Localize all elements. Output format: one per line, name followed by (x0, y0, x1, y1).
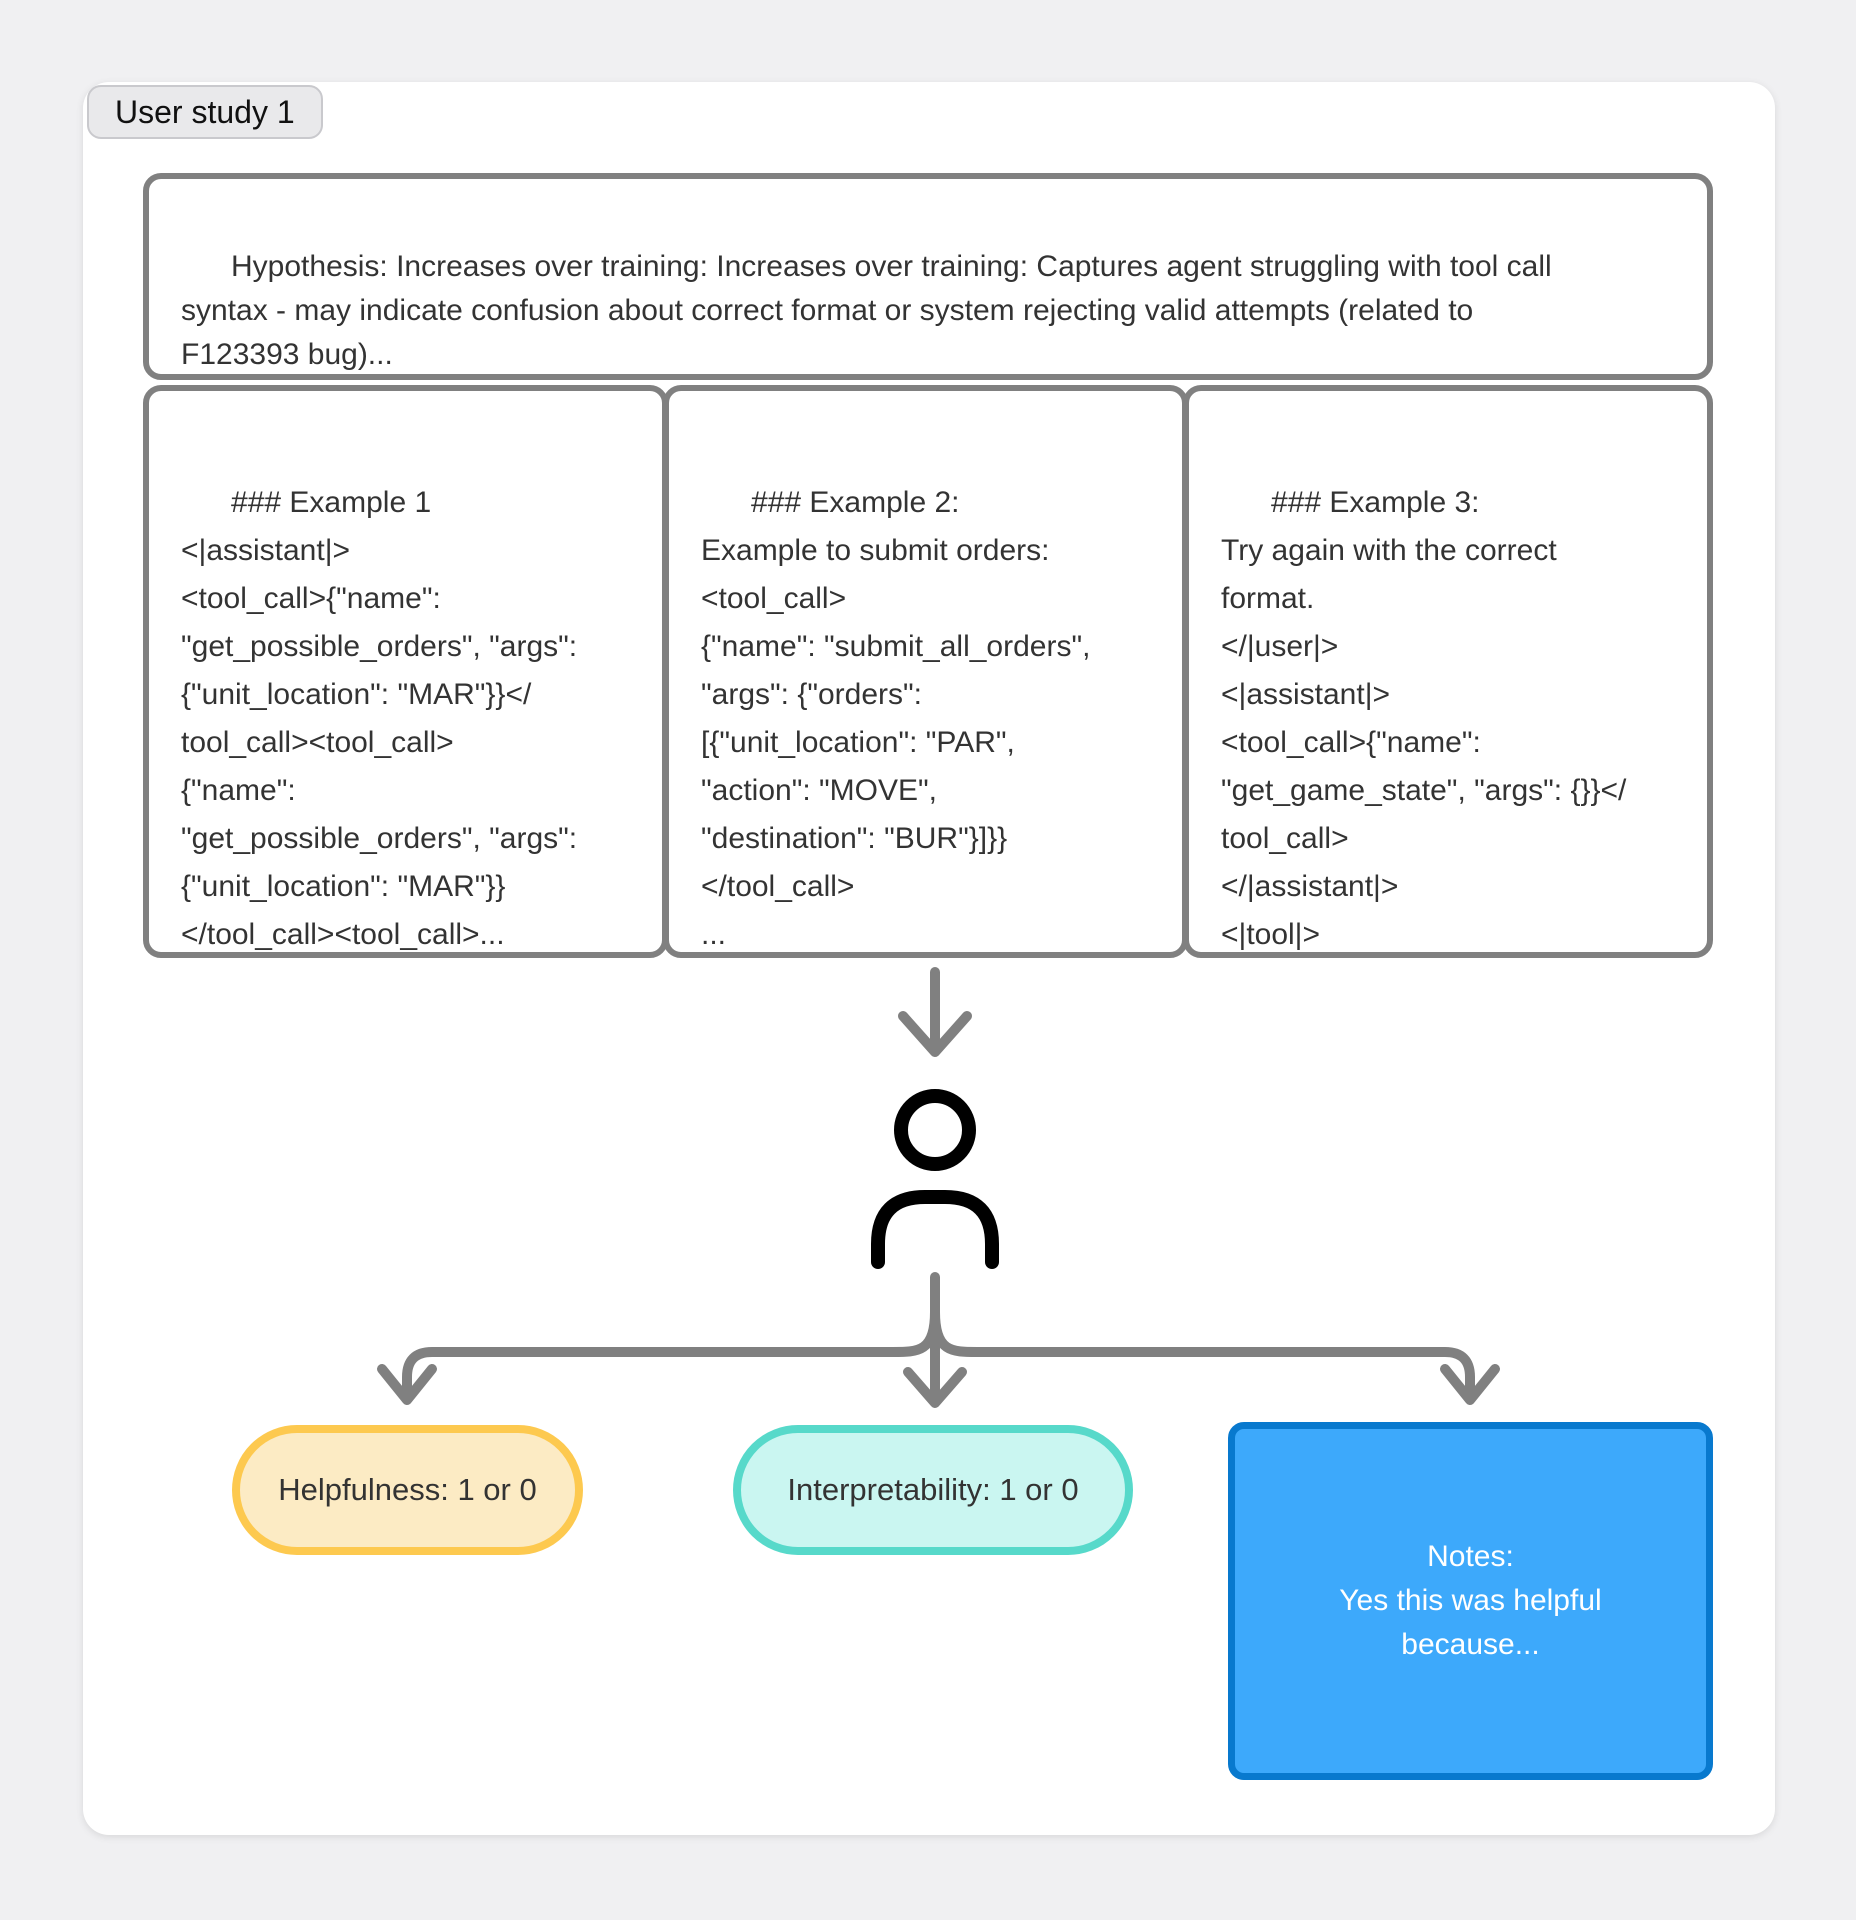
helpfulness-pill: Helpfulness: 1 or 0 (232, 1425, 583, 1555)
study-title-badge: User study 1 (87, 85, 323, 139)
example-3-text: ### Example 3: Try again with the correc… (1221, 486, 1627, 951)
example-2-box: ### Example 2: Example to submit orders:… (663, 385, 1188, 958)
interpretability-label: Interpretability: 1 or 0 (787, 1472, 1079, 1507)
hypothesis-box: Hypothesis: Increases over training: Inc… (143, 173, 1713, 380)
user-study-card: User study 1 Hypothesis: Increases over … (83, 82, 1775, 1835)
helpfulness-label: Helpfulness: 1 or 0 (278, 1472, 537, 1507)
interpretability-pill: Interpretability: 1 or 0 (733, 1425, 1133, 1555)
example-1-box: ### Example 1 <|assistant|> <tool_call>{… (143, 385, 668, 958)
example-2-text: ### Example 2: Example to submit orders:… (701, 486, 1091, 951)
notes-text: Notes: Yes this was helpful because... (1339, 1540, 1602, 1661)
example-3-box: ### Example 3: Try again with the correc… (1183, 385, 1713, 958)
example-1-text: ### Example 1 <|assistant|> <tool_call>{… (181, 486, 578, 951)
hypothesis-text: Hypothesis: Increases over training: Inc… (181, 250, 1552, 371)
notes-box: Notes: Yes this was helpful because... (1228, 1422, 1713, 1780)
